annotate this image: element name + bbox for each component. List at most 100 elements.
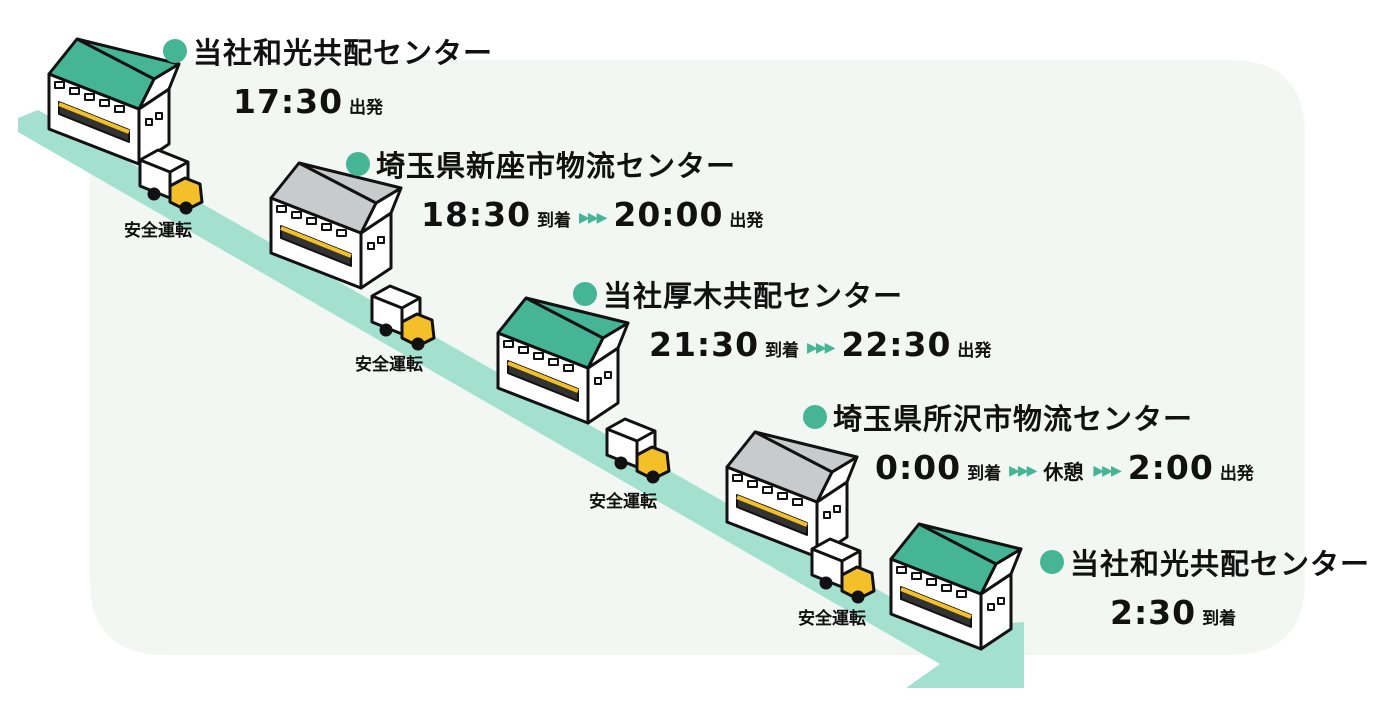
side-window bbox=[997, 597, 1005, 605]
side-window bbox=[604, 371, 612, 379]
stop-4-time-1: 0:00 bbox=[875, 448, 962, 487]
stop-3-label-2: 出発 bbox=[957, 341, 992, 361]
side-window bbox=[145, 118, 153, 126]
truck-wheel bbox=[614, 456, 628, 470]
truck-cab bbox=[635, 445, 671, 481]
stop-2-time-2: 20:00 bbox=[613, 195, 724, 234]
stop-5-label-1: 到着 bbox=[1202, 609, 1237, 629]
stop-dot bbox=[346, 152, 370, 176]
dock-stripe bbox=[58, 102, 130, 134]
stop-5-time-1: 2:30 bbox=[1110, 593, 1197, 632]
green-warehouse-icon bbox=[889, 522, 1023, 651]
truck-edge bbox=[841, 549, 861, 563]
window bbox=[99, 99, 110, 107]
window bbox=[926, 578, 937, 586]
window bbox=[563, 364, 574, 372]
warehouse-roof bbox=[725, 430, 859, 504]
stop-3: 当社厚木共配センター 21:30 到着 ▶▶▶ 22:30 出発 bbox=[573, 273, 999, 364]
truck-icon bbox=[810, 537, 876, 604]
stop-1-label-1: 出発 bbox=[349, 98, 384, 118]
warehouse-roof bbox=[47, 37, 181, 111]
side-window bbox=[987, 603, 995, 611]
stop-4-name: 埼玉県所沢市物流センター bbox=[833, 402, 1194, 436]
green-warehouse-icon bbox=[496, 296, 630, 425]
arrow-icon: ▶▶▶ bbox=[579, 210, 607, 226]
dock-stripe bbox=[507, 361, 579, 393]
roof-ridge bbox=[76, 37, 155, 81]
warehouse-roof bbox=[889, 522, 1023, 596]
green-warehouse-icon bbox=[47, 37, 181, 166]
side-window bbox=[155, 112, 163, 120]
window bbox=[306, 217, 317, 225]
roof-ridge bbox=[918, 522, 997, 566]
arrow-icon: ▶▶▶ bbox=[1093, 463, 1121, 479]
stop-4-label-2: 出発 bbox=[1219, 464, 1254, 484]
truck-edge bbox=[169, 160, 189, 174]
stop-4-rest: 休憩 bbox=[1043, 460, 1084, 484]
stop-dot bbox=[573, 282, 597, 306]
stop-2-label-2: 出発 bbox=[729, 211, 764, 231]
window bbox=[291, 211, 302, 219]
window bbox=[792, 498, 803, 506]
side-window bbox=[823, 511, 831, 519]
warehouse-roof bbox=[269, 161, 403, 235]
side-window bbox=[367, 242, 375, 250]
drive-label-2: 安全運転 bbox=[355, 355, 423, 375]
side-window bbox=[377, 236, 385, 244]
window bbox=[548, 358, 559, 366]
window bbox=[336, 229, 347, 237]
stop-2: 埼玉県新座市物流センター 18:30 到着 ▶▶▶ 20:00 出発 bbox=[346, 143, 771, 234]
truck-edge bbox=[371, 294, 403, 310]
stop-4-label-1: 到着 bbox=[967, 464, 1002, 484]
window bbox=[533, 352, 544, 360]
truck-wheel bbox=[379, 323, 393, 337]
window bbox=[777, 492, 788, 500]
gray-warehouse-icon bbox=[725, 430, 859, 559]
stop-2-label-1: 到着 bbox=[537, 211, 572, 231]
truck-wheel bbox=[851, 590, 865, 604]
stop-1-name: 当社和光共配センター bbox=[193, 36, 494, 70]
window bbox=[941, 584, 952, 592]
window bbox=[747, 480, 758, 488]
stop-1: 当社和光共配センター 17:30 出発 bbox=[163, 30, 493, 121]
stop-dot bbox=[163, 39, 187, 63]
stop-4-time-2: 2:00 bbox=[1127, 448, 1214, 487]
window bbox=[276, 205, 287, 213]
stop-3-name: 当社厚木共配センター bbox=[603, 279, 904, 313]
truck-wheel bbox=[411, 337, 425, 351]
route-arrow bbox=[18, 110, 1024, 688]
window bbox=[518, 346, 529, 354]
roof-ridge bbox=[525, 296, 604, 340]
dock-stripe bbox=[900, 587, 972, 619]
truck-edge bbox=[606, 427, 638, 443]
drive-label-4: 安全運転 bbox=[798, 609, 866, 629]
gray-warehouse-icon bbox=[269, 161, 403, 290]
window bbox=[84, 93, 95, 101]
window bbox=[732, 474, 743, 482]
truck-edge bbox=[401, 296, 421, 310]
drive-label-3: 安全運転 bbox=[589, 492, 657, 512]
stop-2-time-1: 18:30 bbox=[421, 195, 532, 234]
truck-edge bbox=[139, 158, 171, 174]
stop-3-label-1: 到着 bbox=[765, 341, 800, 361]
truck-wheel bbox=[646, 470, 660, 484]
stop-3-time-1: 21:30 bbox=[649, 325, 760, 364]
truck-wheel bbox=[147, 187, 161, 201]
truck-edge bbox=[636, 429, 656, 443]
stop-4: 埼玉県所沢市物流センター 0:00 到着 ▶▶▶ 休憩 ▶▶▶ 2:00 出発 bbox=[803, 396, 1262, 487]
stop-2-name: 埼玉県新座市物流センター bbox=[376, 149, 737, 183]
stop-dot bbox=[1040, 550, 1064, 574]
window bbox=[321, 223, 332, 231]
window bbox=[69, 87, 80, 95]
window bbox=[896, 566, 907, 574]
truck-wheel bbox=[179, 201, 193, 215]
roof-ridge bbox=[298, 161, 377, 205]
stop-5-name: 当社和光共配センター bbox=[1070, 547, 1371, 581]
truck-icon bbox=[138, 148, 204, 215]
arrow-icon: ▶▶▶ bbox=[807, 340, 835, 356]
warehouse-roof bbox=[496, 296, 630, 370]
truck-cab bbox=[400, 312, 436, 348]
drive-label-1: 安全運転 bbox=[124, 221, 192, 241]
